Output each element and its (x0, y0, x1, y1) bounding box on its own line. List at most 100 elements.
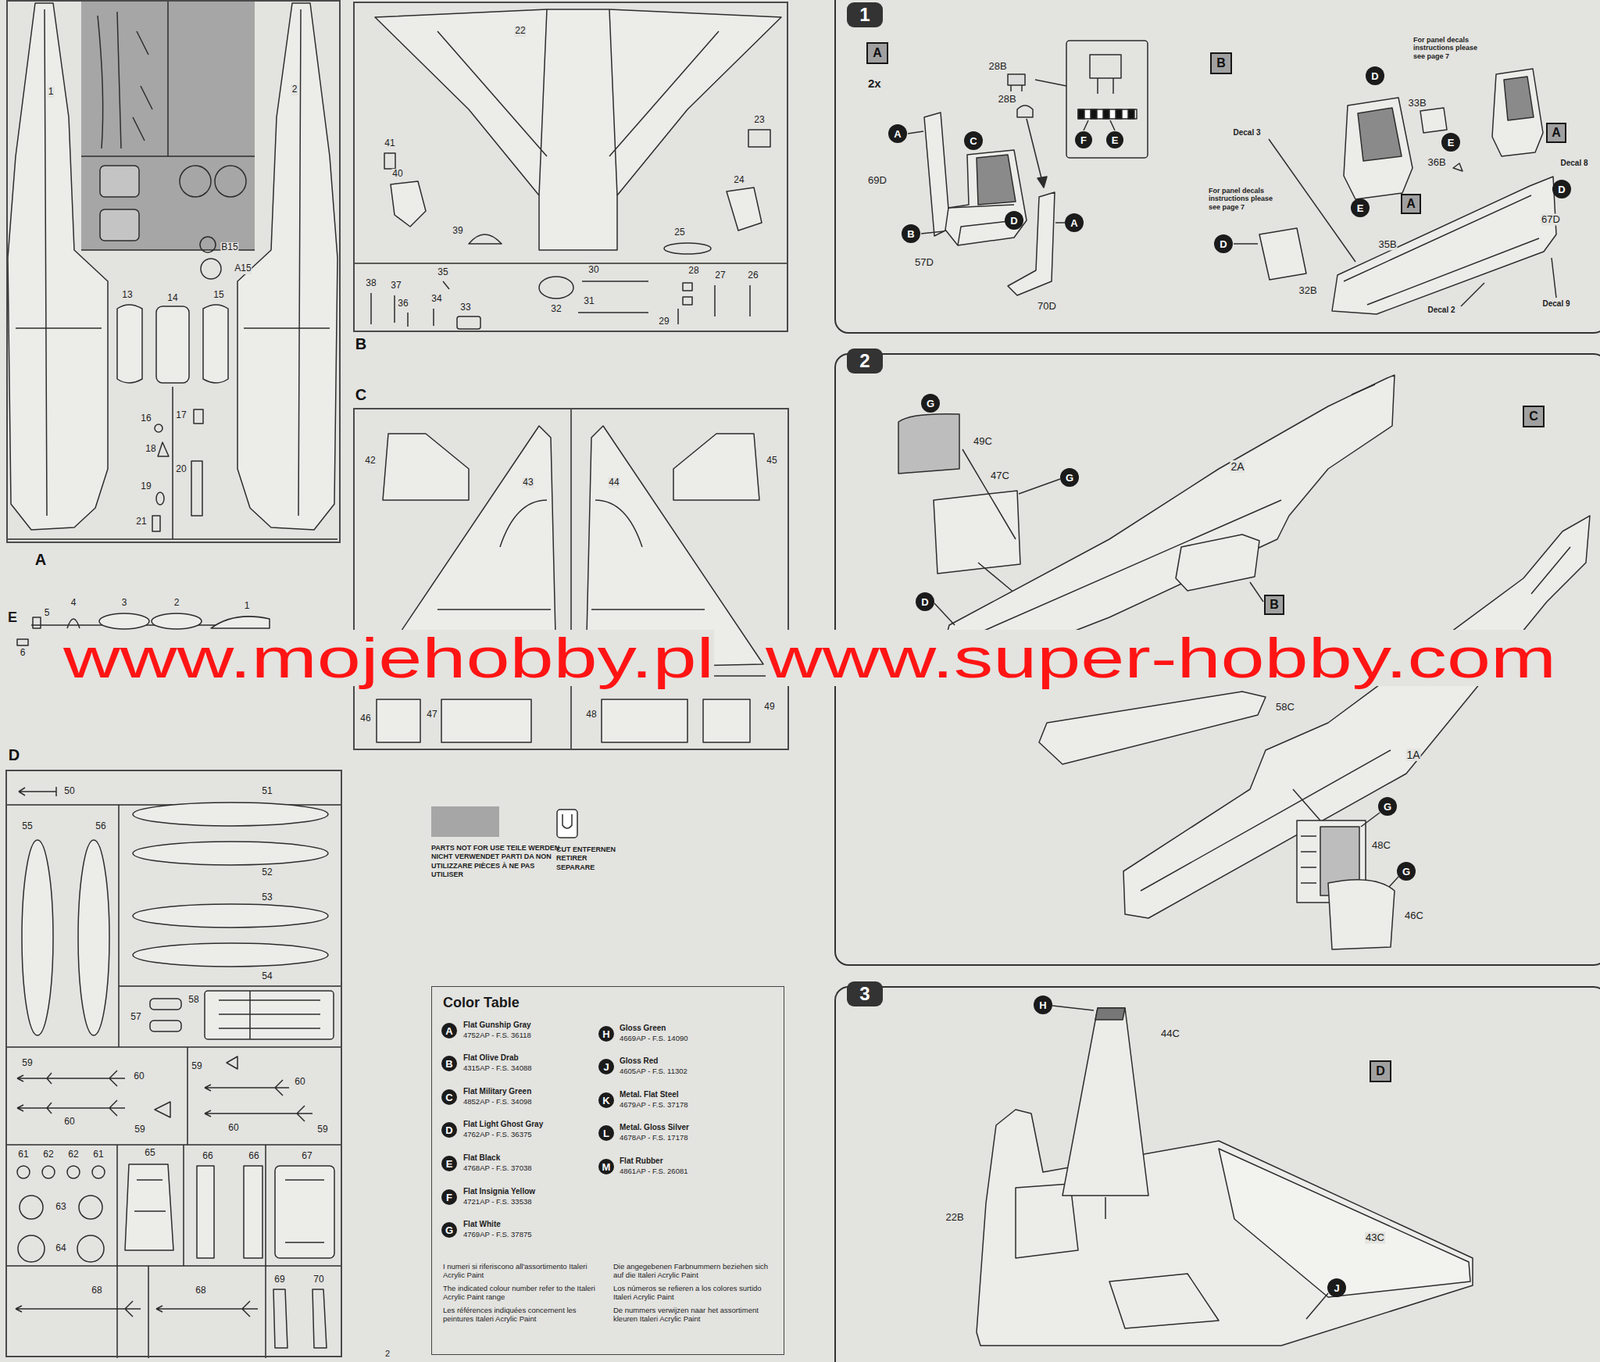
sprue-b-art (371, 281, 450, 327)
sprue-a-art (243, 9, 330, 516)
sprue-b-art (390, 181, 426, 227)
sprue-d-art (204, 1105, 313, 1122)
sprue-d-art (92, 1165, 105, 1179)
sprue-frame: A (6, 0, 341, 543)
decal-note: Decal 2 (1426, 305, 1456, 315)
subassembly-box: C (1522, 405, 1545, 428)
callout-letter: D (1219, 239, 1227, 250)
callout-letter: A (872, 46, 883, 60)
color-callout: B (441, 1055, 458, 1072)
sprue-b-art (682, 296, 693, 305)
color-callout: M (598, 1158, 615, 1175)
sprue-c-art (376, 699, 421, 743)
step1-art (1233, 139, 1557, 307)
callout-letter: B (445, 1058, 453, 1069)
callout-letter: G (1402, 866, 1411, 877)
part-number: 28 (687, 265, 700, 277)
cut-icon (557, 809, 578, 838)
paint-name: Flat Rubber (618, 1156, 665, 1166)
color-callout: K (598, 1092, 615, 1108)
part-number: 33 (459, 302, 472, 314)
part-number: 32 (550, 303, 562, 315)
step2-art (1123, 515, 1590, 918)
decal-note: Decal 3 (1232, 128, 1261, 138)
part-number: 20 (175, 464, 187, 475)
sprue-a-art (203, 304, 229, 383)
sprue-a-art (117, 304, 143, 383)
color-callout: G (1396, 861, 1416, 881)
sprue-d-art (125, 1164, 174, 1250)
step1-art (1007, 192, 1055, 296)
sprue-d-art (17, 1100, 125, 1116)
paint-name: Flat Olive Drab (462, 1053, 520, 1063)
step1-art (1007, 74, 1025, 92)
paint-name: Metal. Flat Steel (618, 1089, 680, 1100)
legend-text: PARTS NOT FOR USE TEILE WERDEN NICHT VER… (431, 843, 568, 879)
sprue-d-art (150, 1020, 182, 1032)
color-callout: D (915, 592, 935, 611)
sprue-b-art (353, 262, 788, 265)
step1-art (1078, 109, 1137, 119)
callout-letter: A (445, 1025, 453, 1036)
part-number: 25 (673, 227, 686, 239)
step1-art (1037, 176, 1047, 188)
step-panel: 3HDJ (834, 985, 1600, 1362)
sprue-d-art (132, 841, 329, 865)
paint-code: 4852AP - F.S. 34098 (462, 1097, 533, 1107)
callout-letter: E (446, 1158, 454, 1169)
sprue-a-art (15, 9, 102, 516)
part-number: 2A (1229, 460, 1245, 473)
step1-art (1503, 76, 1534, 121)
step3-art (1095, 1007, 1125, 1020)
sprue-c-art (353, 407, 790, 750)
color-callout: G (441, 1221, 458, 1238)
color-callout: E (441, 1155, 458, 1172)
callout-letter: K (602, 1095, 610, 1106)
table-title: Color Table (442, 994, 520, 1011)
sprue-d-art (196, 1165, 215, 1258)
callout-letter: E (1357, 203, 1365, 214)
color-callout: D (1004, 210, 1024, 230)
sprue-d-art (273, 1289, 327, 1348)
step3-art (1052, 1005, 1329, 1319)
step3-art (976, 1005, 1473, 1346)
step1-art (1492, 68, 1543, 157)
note: De nummers verwijzen naar het assortimen… (612, 1306, 780, 1324)
paint-name: Metal. Gloss Silver (618, 1122, 690, 1133)
sprue-d-art (15, 1300, 141, 1317)
callout-letter: D (1557, 184, 1565, 195)
note: Les références indiquées concernent les … (442, 1306, 607, 1324)
paint-code: 4678AP - F.S. 17178 (618, 1133, 690, 1143)
color-callout: J (1327, 1278, 1347, 1297)
callout-letter: G (926, 398, 935, 409)
sprue-b-art (678, 285, 750, 325)
part-number: 48 (585, 709, 597, 721)
part-number: 52 (260, 867, 273, 879)
part-number: 43C (1364, 1232, 1386, 1244)
callout-letter: A (1551, 126, 1561, 140)
callout-letter: A (893, 128, 901, 140)
quantity-note: 2x (867, 76, 883, 90)
part-number: 6 (19, 647, 27, 659)
sprue-a-art (97, 11, 153, 149)
sprue-letter: B (355, 335, 367, 352)
paint-name: Flat Light Ghost Gray (462, 1119, 544, 1129)
sprue-c-art (353, 407, 790, 750)
sprue-e-art (151, 613, 202, 629)
callout-letter: H (602, 1028, 610, 1040)
sprue-b-art (539, 276, 574, 299)
sprue-d-art (21, 839, 54, 1036)
step1-art (1453, 163, 1463, 172)
sprue-d-art (78, 1195, 103, 1219)
sprue-e-art (32, 617, 41, 629)
sprue-a-art (7, 386, 338, 540)
step2-art (934, 603, 955, 625)
sprue-c-art (703, 699, 750, 743)
sprue-a-art (156, 492, 165, 505)
sprue-a-art (179, 165, 211, 197)
sprue-d-art (5, 786, 343, 1358)
part-number: 44C (1160, 1028, 1181, 1040)
part-number: 50 (63, 785, 75, 797)
sprue-a-art (100, 165, 140, 197)
color-callout: E (1106, 131, 1124, 149)
